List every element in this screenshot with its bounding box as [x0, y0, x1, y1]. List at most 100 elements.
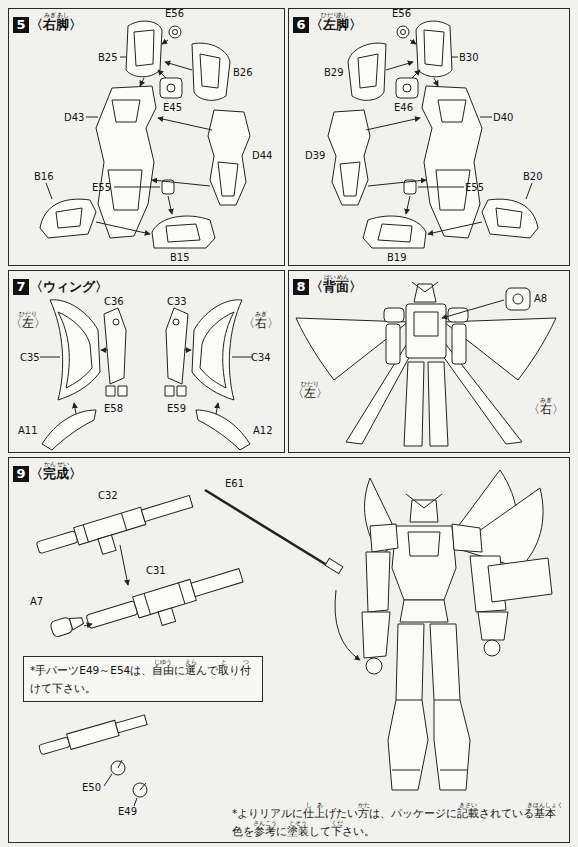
robot-figure	[410, 500, 438, 522]
hand-parts	[111, 761, 125, 775]
part-number: E55	[92, 182, 111, 193]
back-view	[384, 308, 404, 322]
robot-figure	[406, 494, 442, 508]
part-number: B20	[523, 171, 543, 182]
part-number: E59	[167, 403, 186, 414]
hand-parts	[116, 715, 148, 733]
back-view	[412, 282, 438, 292]
hand-parts	[133, 783, 147, 797]
part-number: C36	[104, 296, 124, 307]
part-number: E55	[465, 182, 484, 193]
back-view	[346, 342, 412, 444]
part-number: C33	[167, 296, 187, 307]
rifle-part	[35, 493, 248, 646]
furigana: かん	[44, 461, 56, 467]
furigana: ひだり	[19, 311, 37, 317]
part-number: E61	[225, 478, 244, 489]
illustration	[40, 21, 250, 248]
step-number: 6	[293, 17, 309, 33]
robot-figure	[430, 624, 470, 790]
part-number: D40	[493, 112, 513, 123]
rifle-part	[98, 535, 116, 554]
part-number: C34	[251, 352, 271, 363]
illustration	[328, 21, 538, 248]
back-view	[406, 304, 446, 358]
step-heading: 〈右脚〉	[30, 17, 82, 33]
hand-parts	[134, 798, 137, 806]
hand-parts	[38, 712, 148, 806]
robot-figure	[392, 526, 456, 600]
back-view	[506, 288, 530, 310]
part-number: D43	[64, 112, 84, 123]
back-view	[513, 294, 523, 304]
part-number: E56	[165, 8, 184, 19]
hand-parts	[38, 712, 148, 758]
furigana: みぎ	[255, 311, 267, 317]
step-number: 9	[13, 466, 29, 482]
rifle-part	[144, 583, 185, 615]
furigana: し	[306, 802, 312, 808]
rifle-part	[120, 545, 128, 585]
step-number: 8	[293, 279, 309, 295]
view-label: 〈左〉	[292, 386, 328, 400]
robot-figure	[452, 524, 482, 552]
illustration	[165, 300, 252, 450]
back-view	[296, 282, 556, 446]
view-label: 〈右〉	[243, 316, 279, 330]
rifle-part	[86, 601, 138, 629]
robot-figure	[370, 524, 398, 552]
part-number: E46	[394, 102, 413, 113]
part-number: E50	[82, 782, 101, 793]
furigana: と	[221, 659, 227, 665]
note-text: *よりリアルに仕上げたい方は、パッケージに記載されている基本色を参考に塗装して下…	[232, 804, 564, 840]
step-heading: 〈左脚〉	[310, 17, 362, 33]
rifle-part	[83, 513, 127, 542]
sword-part	[325, 558, 343, 573]
robot-figure	[400, 600, 448, 622]
note-text: *手パーツE49～E54は、自由に選んで取り付けて下さい。	[30, 661, 256, 697]
furigana: じゆう	[154, 659, 172, 665]
part-number: A8	[534, 293, 547, 304]
step-number: 5	[13, 17, 29, 33]
view-label: 〈右〉	[528, 402, 564, 416]
furigana: きほんしょく	[527, 802, 563, 808]
part-number: E56	[392, 8, 411, 19]
robot-figure	[408, 532, 440, 556]
part-number: B19	[387, 252, 407, 263]
furigana: あ	[317, 802, 323, 808]
hand-parts	[118, 760, 122, 768]
furigana: ひだり	[321, 12, 339, 18]
robot-figure	[488, 558, 552, 602]
robot-figure	[365, 478, 400, 556]
rifle-part	[50, 613, 85, 638]
hand-parts	[67, 720, 119, 749]
sword-part	[335, 590, 360, 660]
part-number: C32	[98, 490, 118, 501]
furigana: かた	[358, 802, 370, 808]
robot-figure	[392, 700, 467, 770]
step-heading: 〈背面〉	[310, 279, 362, 295]
step-panel: 6〈左脚〉	[288, 8, 570, 266]
back-view	[452, 324, 466, 364]
robot-figure	[478, 612, 508, 640]
step-panel: 8〈背面〉	[288, 270, 570, 453]
back-view	[428, 362, 448, 446]
robot-figure	[366, 552, 390, 612]
hand-parts	[140, 783, 146, 790]
furigana: さんこう	[253, 820, 277, 826]
furigana: えら	[185, 659, 197, 665]
furigana: みぎ	[44, 12, 56, 18]
part-number: B25	[98, 52, 118, 63]
step-panel: 7〈ウィング〉	[8, 270, 285, 453]
hand-parts	[39, 737, 71, 755]
step-panel: 5〈右脚〉	[8, 8, 285, 266]
part-number: C31	[146, 565, 166, 576]
part-number: C35	[20, 352, 40, 363]
rifle-part	[191, 569, 243, 597]
part-number: B15	[170, 252, 190, 263]
rifle-part	[158, 608, 175, 625]
part-number: B26	[233, 67, 253, 78]
